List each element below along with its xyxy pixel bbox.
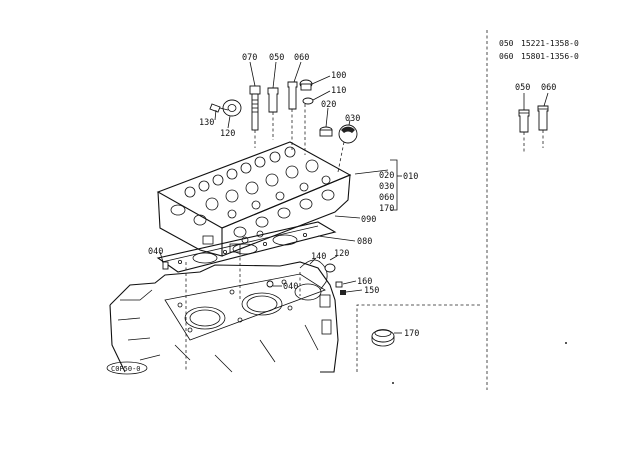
callout-040-mid: 040 (283, 282, 298, 292)
detail-060-label: 060 (541, 83, 556, 93)
callout-030: 030 (345, 114, 360, 124)
detail-050-label: 050 (515, 83, 530, 93)
ref-row-1-ref: 050 (499, 39, 514, 48)
figure-stamp-text: C0F50-0 (111, 365, 141, 373)
callout-160: 160 (357, 277, 372, 287)
callout-170-right: 170 (379, 204, 394, 214)
leader-lines (159, 61, 402, 334)
detail-boundary (356, 304, 482, 372)
callout-110: 110 (331, 86, 346, 96)
callout-labels: 070 050 060 100 110 020 030 130 120 020 … (148, 53, 419, 339)
engine-block (109, 261, 339, 373)
assembly-dashes (185, 252, 301, 372)
callout-040-left: 040 (148, 247, 163, 257)
detail-valve-guides: 050 060 (515, 83, 556, 152)
parts-reference-table: 050 15221-1358-0 060 15801-1356-0 (499, 39, 579, 61)
callout-130: 130 (199, 118, 214, 128)
callout-120-lower: 120 (334, 249, 349, 259)
callout-140: 140 (311, 252, 326, 262)
callout-060: 060 (294, 53, 309, 63)
top-components (209, 79, 358, 173)
callout-150: 150 (364, 286, 379, 296)
callout-060-right: 060 (379, 193, 394, 203)
callout-070: 070 (242, 53, 257, 63)
lower-components (162, 259, 395, 347)
callout-010: 010 (403, 172, 418, 182)
ref-row-2-ref: 060 (499, 52, 514, 61)
cylinder-head (156, 141, 352, 257)
callout-020-top: 020 (321, 100, 336, 110)
callout-120-left: 120 (220, 129, 235, 139)
callout-100: 100 (331, 71, 346, 81)
callout-020-right: 020 (379, 171, 394, 181)
callout-090: 090 (361, 215, 376, 225)
ref-row-1-part: 15221-1358-0 (521, 39, 579, 48)
callout-080: 080 (357, 237, 372, 247)
callout-030-right: 030 (379, 182, 394, 192)
callout-170-lower: 170 (404, 329, 419, 339)
figure-stamp: C0F50-0 (106, 361, 148, 375)
ref-row-2-part: 15801-1356-0 (521, 52, 579, 61)
callout-050: 050 (269, 53, 284, 63)
